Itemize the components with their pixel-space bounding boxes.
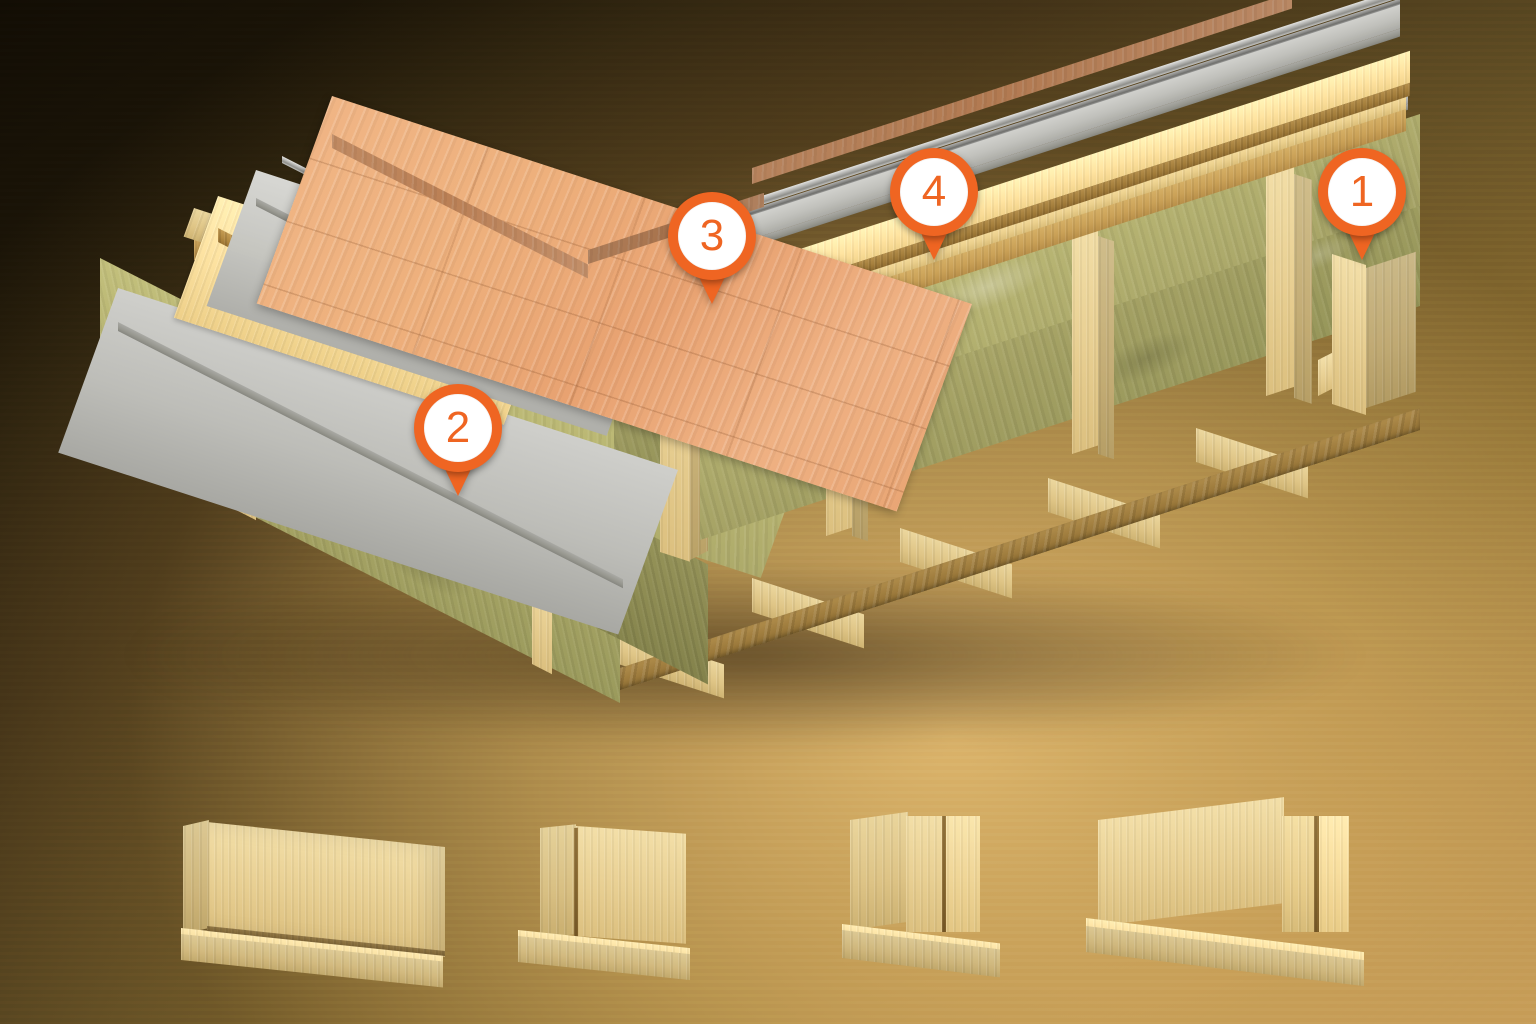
marker-4[interactable]: 4 [890, 148, 978, 260]
specimen-2-batten-left [540, 824, 576, 938]
specimen-4-batten-end-left [1282, 816, 1314, 932]
specimen-2 [508, 812, 728, 981]
marker-4-label: 4 [921, 167, 947, 216]
specimen-4 [1086, 797, 1386, 987]
marker-4-badge: 4 [900, 158, 968, 226]
specimen-3-batten-front-left [906, 816, 942, 932]
timber-joist-right-inner [1294, 174, 1312, 404]
timber-joist-right-inner [1098, 236, 1114, 460]
marker-3-badge: 3 [678, 202, 746, 270]
timber-joist-right [1072, 219, 1098, 454]
marker-1-label: 1 [1349, 167, 1375, 216]
marker-2-label: 2 [445, 403, 471, 452]
marker-1-badge: 1 [1328, 158, 1396, 226]
specimen-1 [175, 812, 475, 988]
specimen-3-batten-seam [942, 816, 946, 932]
specimen-3-batten-back [850, 811, 908, 930]
marker-1[interactable]: 1 [1318, 148, 1406, 260]
assembly-drop-shadow [120, 560, 1370, 750]
marker-3[interactable]: 3 [668, 192, 756, 304]
specimen-4-batten-face [1098, 797, 1284, 926]
specimen-4-batten-end-right [1319, 816, 1349, 932]
specimen-3 [836, 806, 1046, 978]
perimeter-edge-joist [1332, 254, 1366, 416]
marker-3-label: 3 [699, 211, 725, 260]
specimen-2-batten-seam [574, 827, 578, 938]
specimen-3-batten-front-right [946, 816, 980, 932]
specimen-4-batten-seam [1314, 816, 1319, 932]
marker-2-badge: 2 [424, 394, 492, 462]
timber-joist-right [1266, 156, 1294, 396]
specimen-1-batten-end [183, 819, 209, 934]
marker-2[interactable]: 2 [414, 384, 502, 496]
specimen-2-batten-face [576, 826, 686, 944]
perimeter-edge-joist-side [1366, 251, 1416, 408]
